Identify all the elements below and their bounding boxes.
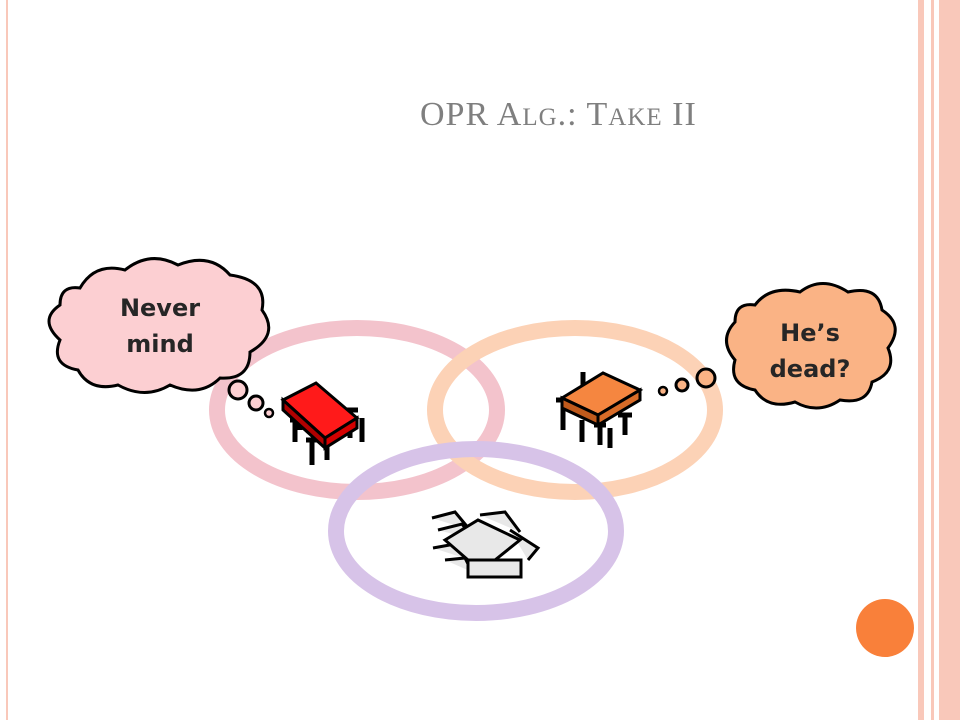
process-chip-icon [556,371,644,448]
thought-dot [674,377,690,393]
left-thought-line: Never [119,294,201,322]
chip-base [466,558,523,579]
right-border-bar [939,0,960,720]
chip-leg [618,412,632,435]
title-part: II [662,96,697,133]
thought-dot [263,407,275,419]
chip-side [323,415,359,451]
thought-cloud-icon [47,257,275,419]
chip-body [442,518,523,562]
right-thought-line: dead? [769,355,851,383]
title-part: LG [522,104,558,131]
ring-right-process [427,320,723,500]
thought-cloud-left [47,257,271,394]
thought-dot [695,367,717,389]
dead-process-chip-icon [431,510,541,579]
process-chip-icon [280,381,365,465]
left-thought-text: Never mind [80,290,240,362]
left-thought-line: mind [126,330,194,358]
thought-dot [227,379,249,401]
right-thought-line: He’s [780,319,840,347]
slide-title: OPR ALG.: TAKE II [420,96,920,134]
chip-side [596,387,642,428]
thought-cloud-icon [657,282,897,410]
thought-cloud-right [725,282,897,410]
right-border-bar [931,0,934,720]
title-part: .: T [557,96,609,133]
ring-bottom-process [328,441,624,621]
right-border-bar [918,0,924,720]
thought-dot [657,385,669,397]
chip-leg [594,422,606,445]
right-thought-text: He’s dead? [735,315,885,387]
chip-leg [306,437,318,465]
decorative-dot-icon [856,599,914,657]
chip-leg [479,510,522,533]
thought-dot [247,394,265,412]
title-part: OPR A [420,96,523,133]
title-part: AKE [608,104,663,131]
